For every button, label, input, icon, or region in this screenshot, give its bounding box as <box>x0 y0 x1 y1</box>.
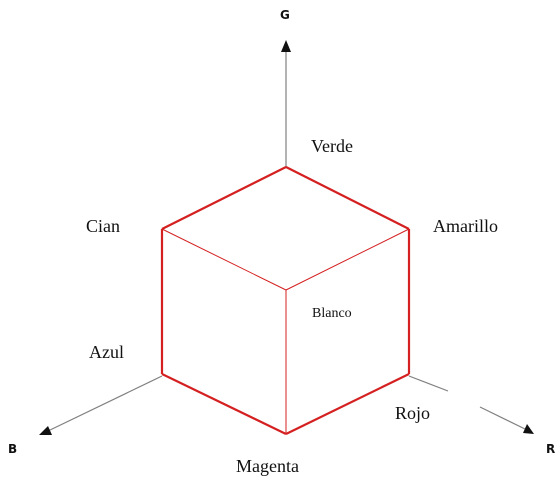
vertex-label-rojo: Rojo <box>395 403 430 423</box>
r-axis-arrowhead <box>523 424 534 434</box>
cube-edge-white-yellow <box>285 228 410 291</box>
cube-edge-red-magenta <box>285 373 410 435</box>
axis-labels: G B R <box>8 8 555 456</box>
color-cube <box>160 166 411 435</box>
vertex-label-blanco: Blanco <box>312 306 352 321</box>
g-axis-label: G <box>280 8 290 22</box>
vertex-label-cian: Cian <box>86 216 120 236</box>
r-axis-line-segment-2 <box>479 406 526 430</box>
cube-edge-cyan-white <box>161 228 287 291</box>
vertex-label-magenta: Magenta <box>236 456 299 476</box>
axes <box>39 40 534 435</box>
cube-edge-green-yellow <box>285 166 410 230</box>
cube-edge-green-cyan <box>161 166 287 230</box>
vertex-label-azul: Azul <box>89 342 124 362</box>
vertex-label-amarillo: Amarillo <box>433 216 498 236</box>
vertex-labels: Verde Cian Amarillo Blanco Azul Rojo Mag… <box>86 136 498 476</box>
b-axis-label: B <box>8 442 17 456</box>
b-axis-arrowhead <box>39 426 52 435</box>
r-axis-label: R <box>546 442 555 456</box>
b-axis-line <box>47 375 163 432</box>
r-axis-line-segment-1 <box>408 375 449 392</box>
vertex-label-verde: Verde <box>311 136 353 156</box>
g-axis-arrowhead <box>281 40 291 52</box>
cube-edge-blue-magenta <box>161 373 287 435</box>
